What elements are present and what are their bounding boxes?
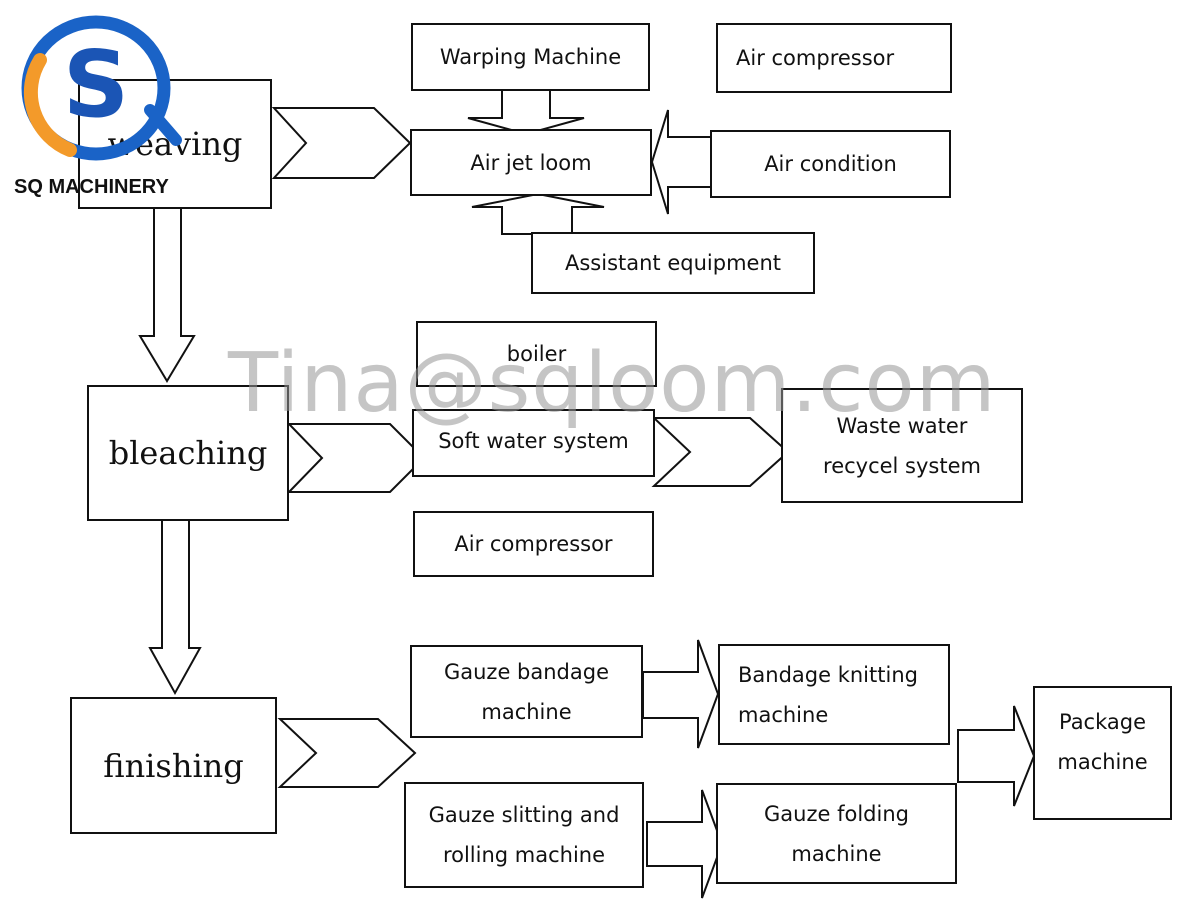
air-compressor-bleaching-label: Air compressor	[454, 532, 613, 556]
air-compressor-weaving-label: Air compressor	[736, 46, 895, 70]
brand-name: SQ MACHINERY	[14, 176, 169, 198]
bandage-knitting-machine-box: Bandage knitting machine	[718, 644, 950, 745]
up-arrow-assistant-to-loom	[471, 192, 605, 235]
gauze-slitting-rolling-machine-label: Gauze slitting and rolling machine	[428, 803, 620, 867]
package-machine-label: Package machine	[1057, 710, 1148, 774]
assistant-equipment-label: Assistant equipment	[565, 251, 781, 275]
finishing-stage-box: finishing	[70, 697, 277, 834]
bleaching-stage-label: bleaching	[108, 434, 268, 472]
down-arrow-warping-to-loom	[467, 89, 585, 136]
logo-letter-text: S	[63, 31, 129, 138]
gauze-folding-machine-box: Gauze folding machine	[716, 783, 957, 884]
gauze-folding-machine-label: Gauze folding machine	[764, 801, 909, 866]
sq-machinery-logo: S	[21, 15, 182, 161]
waste-water-system-box: Waste water recycel system	[781, 388, 1023, 503]
boiler-box: boiler	[416, 321, 657, 387]
package-machine-box: Package machine	[1033, 686, 1172, 820]
gauze-slitting-rolling-machine-box: Gauze slitting and rolling machine	[404, 782, 644, 888]
assistant-equipment-box: Assistant equipment	[531, 232, 815, 294]
chevron-arrow-softwater-to-waste	[651, 417, 790, 487]
soft-water-system-box: Soft water system	[412, 409, 655, 477]
warping-machine-box: Warping Machine	[411, 23, 650, 91]
left-arrow-aircondition-to-loom	[650, 109, 713, 215]
finishing-stage-label: finishing	[103, 746, 244, 785]
soft-water-system-label: Soft water system	[438, 429, 629, 453]
down-arrow-bleaching-to-finishing	[148, 519, 202, 696]
air-jet-loom-box: Air jet loom	[410, 129, 652, 196]
bandage-knitting-machine-label: Bandage knitting machine	[738, 662, 918, 727]
right-arrow-slitting-to-folding	[646, 789, 724, 899]
warping-machine-label: Warping Machine	[439, 45, 622, 69]
gauze-bandage-machine-box: Gauze bandage machine	[410, 645, 643, 738]
boiler-label: boiler	[506, 342, 567, 366]
air-condition-box: Air condition	[710, 130, 951, 198]
right-arrow-bandage-to-knitting	[642, 639, 720, 749]
air-compressor-weaving-box: Air compressor	[716, 23, 952, 93]
chevron-arrow-bleaching-to-softwater	[286, 423, 426, 493]
gauze-bandage-machine-label: Gauze bandage machine	[443, 659, 610, 724]
chevron-arrow-weaving-to-loom	[271, 107, 412, 179]
air-compressor-bleaching-box: Air compressor	[413, 511, 654, 577]
bleaching-stage-box: bleaching	[87, 385, 289, 521]
right-arrow-to-package	[957, 705, 1036, 807]
air-condition-label: Air condition	[764, 152, 897, 176]
email-watermark: Tina@sqloom.com	[228, 336, 997, 431]
chevron-arrow-finishing-to-machines	[277, 718, 417, 788]
air-jet-loom-label: Air jet loom	[470, 150, 592, 175]
down-arrow-weaving-to-bleaching	[138, 207, 196, 383]
waste-water-system-label: Waste water recycel system	[823, 413, 981, 478]
